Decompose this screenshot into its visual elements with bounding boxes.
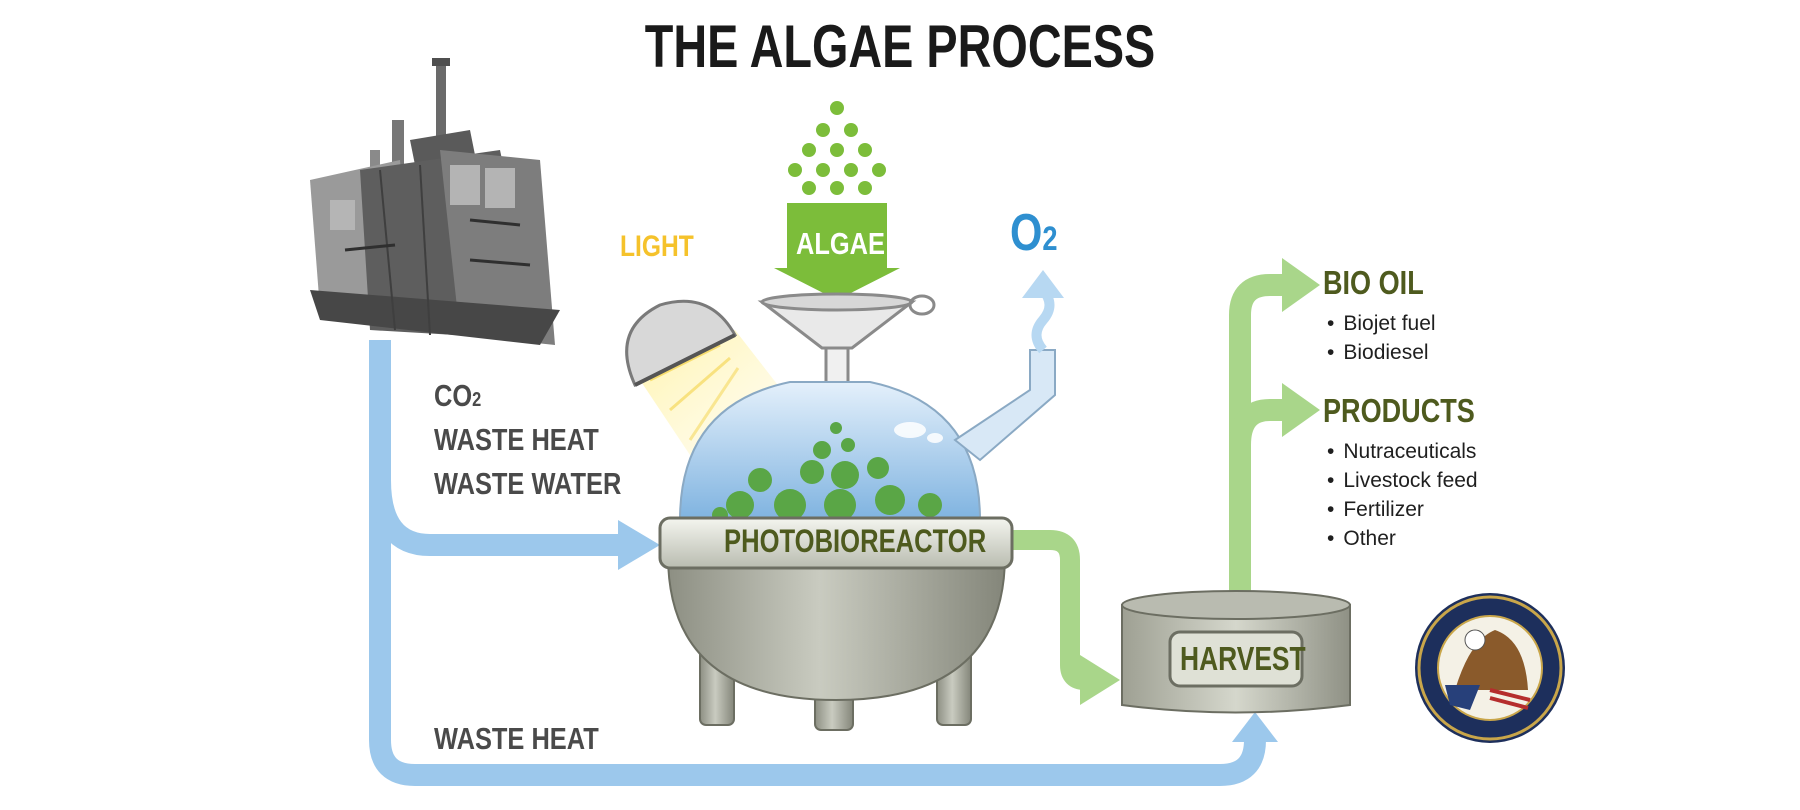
products-list: Nutraceuticals Livestock feed Fertilizer… <box>1327 437 1478 553</box>
algae-label: ALGAE <box>796 226 885 261</box>
bio-oil-list: Biojet fuel Biodiesel <box>1327 309 1436 367</box>
algae-input <box>774 101 900 300</box>
oxygen-release-arrow <box>1022 270 1064 354</box>
product-flow-arrows <box>1005 258 1320 705</box>
waste-water-label: WASTE WATER <box>434 466 622 501</box>
products-heading: PRODUCTS <box>1323 392 1475 429</box>
harvest-bin <box>1121 590 1351 714</box>
reactor-tank <box>658 516 1014 731</box>
waste-heat-label: WASTE HEAT <box>434 422 599 457</box>
list-item: Biodiesel <box>1327 338 1436 367</box>
light-label: LIGHT <box>620 230 694 263</box>
list-item: Biojet fuel <box>1327 309 1435 338</box>
factory-illustration <box>310 58 560 345</box>
photobioreactor-label: PHOTOBIOREACTOR <box>724 523 987 559</box>
o2-label: O2 <box>1010 203 1058 263</box>
waste-flow-arrows <box>369 340 1278 786</box>
bio-oil-heading: BIO OIL <box>1323 264 1424 301</box>
o2-main: O <box>1010 204 1043 262</box>
co2-main: CO <box>434 378 473 413</box>
o2-subscript: 2 <box>1042 220 1058 258</box>
waste-heat-bottom-label: WASTE HEAT <box>434 721 599 756</box>
list-item: Nutraceuticals <box>1327 437 1478 466</box>
co2-subscript: 2 <box>472 389 482 411</box>
list-item: Livestock feed <box>1327 466 1477 495</box>
harvest-label: HARVEST <box>1180 640 1306 677</box>
list-item: Fertilizer <box>1327 495 1478 524</box>
co2-label: CO2 <box>434 378 481 414</box>
page-title: THE ALGAE PROCESS <box>644 13 1156 80</box>
photobioreactor-vessel <box>678 349 1056 523</box>
list-item: Other <box>1327 524 1478 553</box>
uspto-seal <box>1415 593 1565 743</box>
